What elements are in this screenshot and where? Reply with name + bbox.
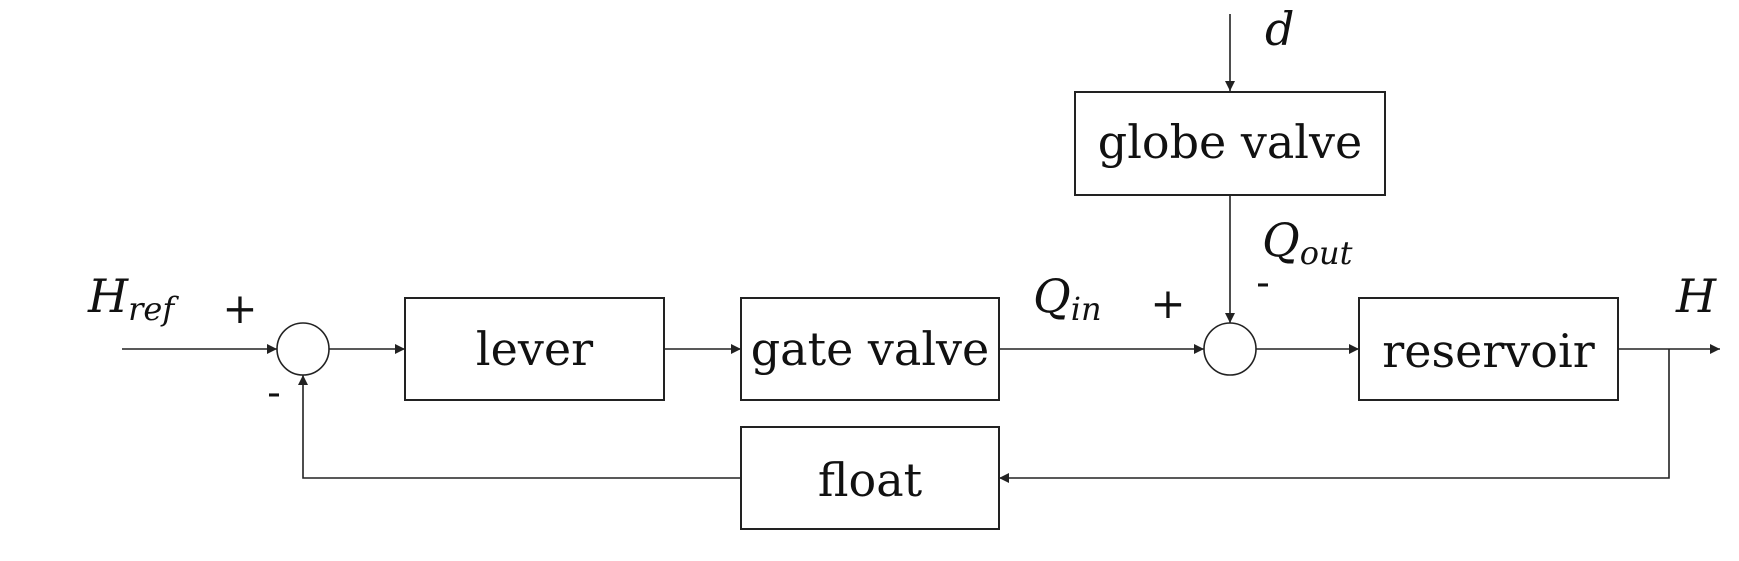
block-float: float [740, 426, 1000, 530]
feedback-line-to-float [999, 349, 1670, 483]
summing-junction-1 [276, 322, 330, 376]
sum1-minus-sign: - [267, 370, 281, 416]
feedback-line-from-float [298, 375, 741, 479]
sum2-plus-sign: + [1150, 279, 1185, 328]
output-signal-label: H [1675, 269, 1717, 323]
disturbance-signal-label: d [1265, 2, 1294, 56]
block-globe-valve: globe valve [1074, 91, 1386, 196]
block-gate-valve-label: gate valve [751, 322, 990, 376]
sum2-minus-sign: - [1256, 260, 1270, 306]
outflow-signal-label: Qout [1262, 213, 1353, 272]
inflow-signal-label: Qin [1033, 269, 1102, 328]
block-lever: lever [404, 297, 665, 401]
summing-junction-2 [1203, 322, 1257, 376]
block-reservoir: reservoir [1358, 297, 1619, 401]
block-float-label: float [818, 453, 923, 507]
sum1-plus-sign: + [222, 284, 257, 333]
block-gate-valve: gate valve [740, 297, 1000, 401]
block-globe-valve-label: globe valve [1098, 115, 1362, 169]
block-lever-label: lever [476, 322, 593, 376]
block-reservoir-label: reservoir [1382, 324, 1594, 378]
reference-signal-label: Href [87, 269, 179, 328]
